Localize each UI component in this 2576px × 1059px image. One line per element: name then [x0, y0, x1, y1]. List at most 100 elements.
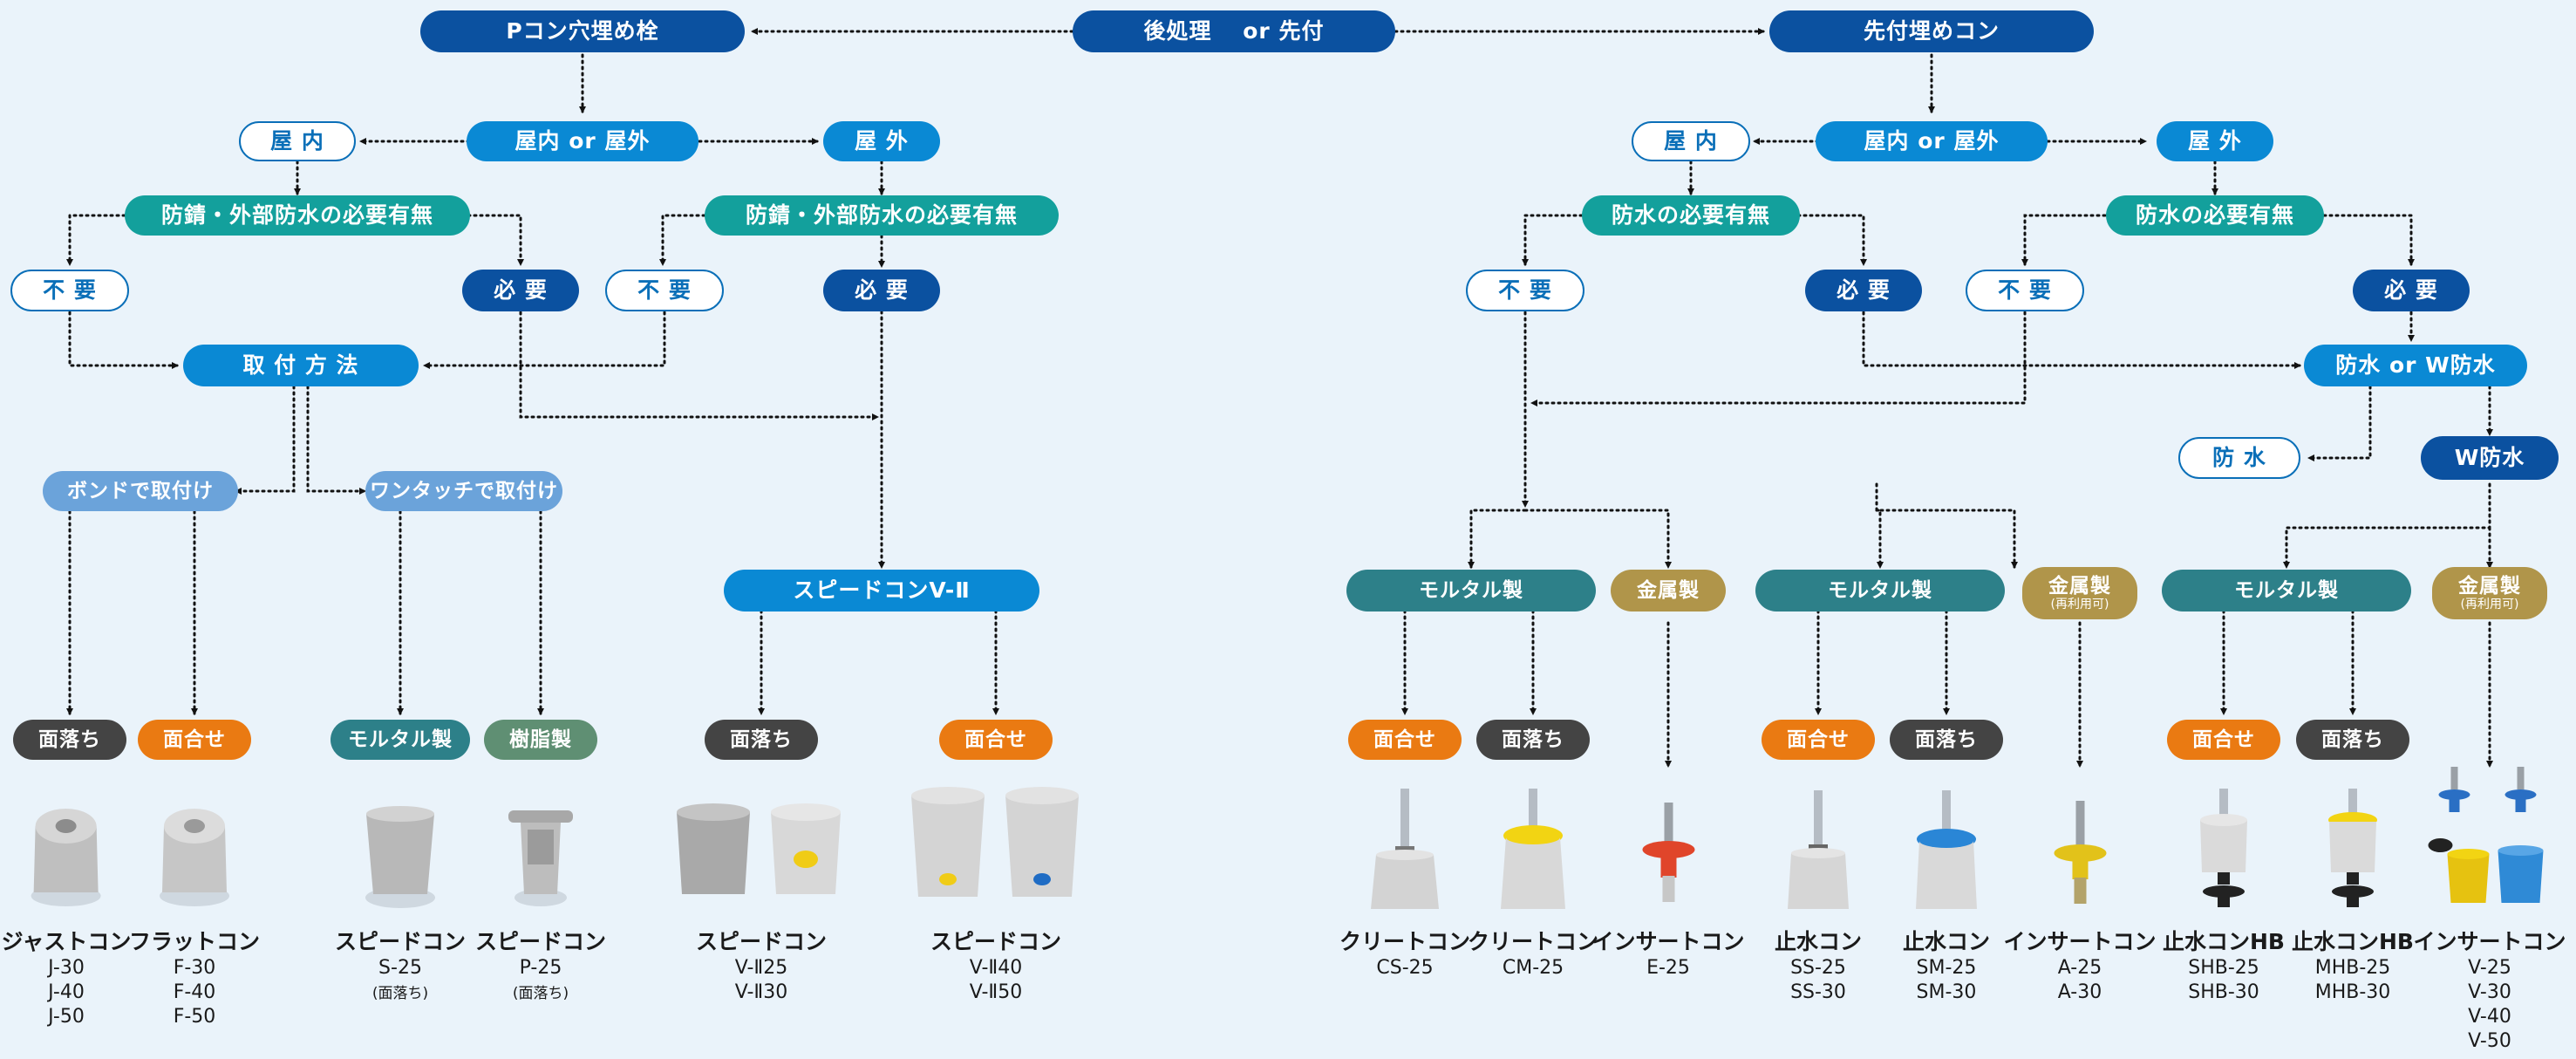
- right-double-waterproof-node: W防水: [2421, 436, 2559, 480]
- product-3-image: [365, 806, 435, 908]
- product-4: スピードコン P-25 (面落ち): [475, 798, 606, 1002]
- left-question-2-node: 防錆・外部防水の必要有無: [705, 195, 1059, 236]
- product-15-image: [2427, 767, 2543, 903]
- material-metal-c-node: 金属製(再利用可): [2432, 567, 2547, 619]
- product-2-image: [159, 809, 229, 906]
- product-2-name: フラットコン: [128, 929, 261, 954]
- product-1-image: [31, 809, 101, 906]
- product-7: クリートコン CS-25: [1339, 785, 1470, 980]
- product-12-name: インサートコン: [2003, 929, 2157, 954]
- finish-5-node: 面落ち: [705, 720, 818, 760]
- finish-6-node: 面合せ: [939, 720, 1053, 760]
- product-5-image: [677, 803, 841, 894]
- right-indoor-or-outdoor-node: 屋内 or 屋外: [1816, 121, 2048, 161]
- product-15-code-1: V-25: [2468, 957, 2511, 979]
- left-indoor-or-outdoor-node: 屋内 or 屋外: [467, 121, 699, 161]
- product-1-code-3: J-50: [48, 1006, 85, 1028]
- product-13: 止水コンHB SHB-25 SHB-30: [2163, 785, 2285, 1005]
- product-5-code-2: V-Ⅱ30: [734, 981, 788, 1003]
- product-14-image: [2327, 789, 2377, 907]
- left-outdoor-node: 屋 外: [823, 121, 940, 161]
- product-6: スピードコン V-Ⅱ40 V-Ⅱ50: [904, 783, 1087, 1005]
- right-outdoor-node: 屋 外: [2157, 121, 2273, 161]
- product-2-code-1: F-30: [173, 957, 216, 979]
- product-7-image: [1370, 789, 1439, 909]
- finish-11-node: 面合せ: [2167, 720, 2280, 760]
- product-14: 止水コンHB MHB-25 MHB-30: [2292, 785, 2414, 1005]
- product-10-name: 止水コン: [1774, 929, 1862, 954]
- product-11-image: [1916, 790, 1977, 909]
- right-title-node: 先付埋めコン: [1769, 10, 2094, 52]
- product-15-code-3: V-40: [2468, 1006, 2511, 1028]
- left-not-needed-1-node: 不 要: [10, 270, 129, 311]
- product-10-image: [1788, 790, 1849, 909]
- product-7-name: クリートコン: [1339, 929, 1471, 954]
- left-needed-2-node: 必 要: [823, 270, 940, 311]
- product-6-name: スピードコン: [930, 929, 1061, 954]
- material-mortar-c-node: モルタル製: [2162, 570, 2411, 611]
- product-1-code-2: J-40: [48, 981, 85, 1003]
- product-5-name: スピードコン: [695, 929, 827, 954]
- product-15-code-4: V-50: [2468, 1030, 2511, 1052]
- product-9-name: インサートコン: [1591, 929, 1745, 954]
- product-9: インサートコン E-25: [1591, 785, 1745, 980]
- product-6-code-1: V-Ⅱ40: [969, 957, 1023, 979]
- right-question-2-node: 防水の必要有無: [2106, 195, 2324, 236]
- product-14-code-1: MHB-25: [2314, 957, 2391, 979]
- left-speedcon-v2-node: スピードコンV-Ⅱ: [724, 570, 1039, 611]
- finish-7-node: 面合せ: [1348, 720, 1462, 760]
- left-install-method-node: 取 付 方 法: [183, 345, 419, 386]
- material-mortar-b-node: モルタル製: [1755, 570, 2005, 611]
- product-5: スピードコン V-Ⅱ25 V-Ⅱ30: [670, 798, 853, 1005]
- product-4-note: (面落ち): [512, 985, 569, 1002]
- left-question-1-node: 防錆・外部防水の必要有無: [125, 195, 470, 236]
- product-8-image: [1500, 789, 1565, 909]
- product-2-code-2: F-40: [173, 981, 216, 1003]
- product-7-code-1: CS-25: [1376, 957, 1434, 979]
- product-13-code-2: SHB-30: [2188, 981, 2259, 1003]
- product-13-image: [2199, 789, 2247, 907]
- product-6-code-2: V-Ⅱ50: [969, 981, 1023, 1003]
- product-1: ジャストコン J-30 J-40 J-50: [2, 798, 131, 1029]
- product-14-code-2: MHB-30: [2314, 981, 2391, 1003]
- right-indoor-node: 屋 内: [1632, 121, 1750, 161]
- product-13-name: 止水コンHB: [2163, 929, 2285, 954]
- finish-3-node: モルタル製: [331, 720, 470, 760]
- product-12-code-1: A-25: [2057, 957, 2102, 979]
- product-15-name: インサートコン: [2413, 929, 2566, 954]
- product-14-name: 止水コンHB: [2292, 929, 2414, 954]
- material-mortar-a-node: モルタル製: [1346, 570, 1596, 611]
- left-onetouch-install-node: ワンタッチで取付け: [365, 471, 562, 511]
- left-title-node: Pコン穴埋め栓: [420, 10, 745, 52]
- finish-8-node: 面落ち: [1476, 720, 1590, 760]
- product-3-note: (面落ち): [371, 985, 429, 1002]
- product-10-code-2: SS-30: [1790, 981, 1846, 1003]
- finish-1-node: 面落ち: [13, 720, 126, 760]
- material-metal-b-node: 金属製(再利用可): [2022, 567, 2137, 619]
- right-not-needed-2-node: 不 要: [1966, 270, 2084, 311]
- product-2: フラットコン F-30 F-40 F-50: [129, 798, 260, 1029]
- left-indoor-node: 屋 内: [239, 121, 356, 161]
- material-metal-a-node: 金属製: [1611, 570, 1726, 611]
- product-11: 止水コン SM-25 SM-30: [1898, 785, 1994, 1005]
- product-1-code-1: J-30: [48, 957, 85, 979]
- product-11-code-1: SM-25: [1916, 957, 1977, 979]
- product-4-name: スピードコン: [474, 929, 607, 954]
- product-15-code-2: V-30: [2468, 981, 2511, 1003]
- finish-4-node: 樹脂製: [484, 720, 597, 760]
- product-8-code-1: CM-25: [1502, 957, 1564, 979]
- product-4-code-1: P-25: [519, 957, 562, 979]
- product-9-code-1: E-25: [1646, 957, 1690, 979]
- right-waterproof-or-double-node: 防水 or W防水: [2304, 345, 2527, 386]
- product-9-image: [1641, 803, 1694, 902]
- product-8-name: クリートコン: [1467, 929, 1599, 954]
- product-2-code-3: F-50: [173, 1006, 216, 1028]
- product-4-image: [508, 810, 573, 906]
- product-6-image: [911, 787, 1079, 897]
- product-11-code-2: SM-30: [1916, 981, 1977, 1003]
- product-3-name: スピードコン: [334, 929, 467, 954]
- left-needed-1-node: 必 要: [462, 270, 579, 311]
- finish-2-node: 面合せ: [138, 720, 251, 760]
- product-15: インサートコン V-25 V-30 V-40 V-50: [2413, 763, 2566, 1054]
